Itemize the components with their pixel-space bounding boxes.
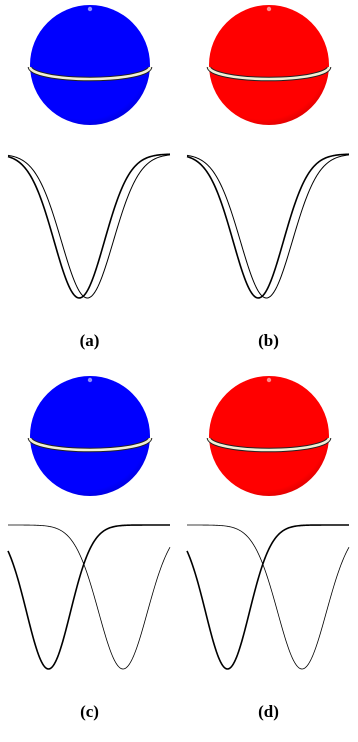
panel-d: (d) [179, 371, 358, 742]
dip-curve-1 [7, 524, 170, 670]
panel-c: (c) [0, 371, 179, 742]
pole-marker [266, 6, 272, 12]
equator-ring [28, 437, 152, 452]
panel-label: (a) [79, 331, 100, 350]
panel-label: (c) [80, 702, 99, 721]
sphere [30, 376, 150, 496]
panel-graphic [186, 5, 350, 299]
dip-curve-2 [7, 154, 171, 299]
pole-marker [266, 377, 272, 383]
panel-label: (b) [258, 331, 279, 350]
sphere [209, 5, 329, 125]
dip-curve-2 [186, 154, 350, 299]
pole-marker [87, 377, 93, 383]
panel-graphic [186, 376, 350, 670]
panel-graphic [7, 5, 171, 299]
dip-curve-2 [8, 524, 171, 670]
equator-ring [207, 437, 331, 452]
panel-a: (a) [0, 0, 179, 371]
dip-curve-1 [186, 153, 350, 299]
equator-ring [28, 66, 152, 81]
dip-curve-1 [186, 524, 349, 670]
equator-ring [207, 66, 331, 81]
sphere [209, 376, 329, 496]
dip-curve-1 [7, 153, 171, 299]
panel-label: (d) [258, 702, 279, 721]
panel-graphic [7, 376, 171, 670]
sphere [30, 5, 150, 125]
pole-marker [87, 6, 93, 12]
dip-curve-2 [187, 524, 350, 670]
panel-b: (b) [179, 0, 358, 371]
